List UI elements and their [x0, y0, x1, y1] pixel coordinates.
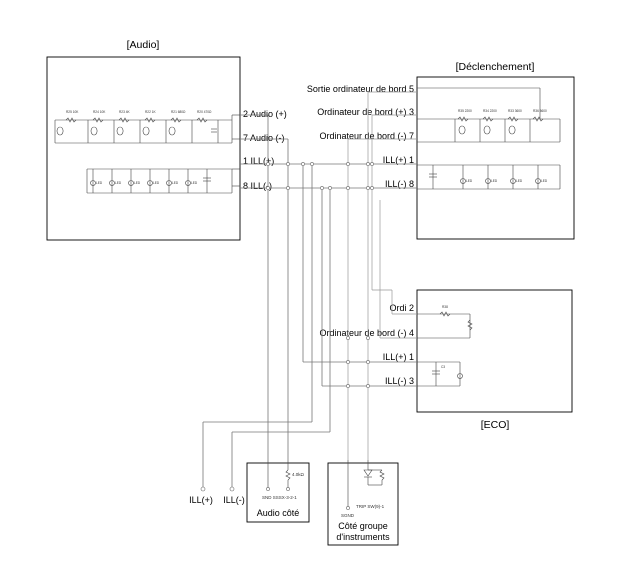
wiring-harness: [202, 91, 417, 487]
eco-internal-circuit: [417, 311, 473, 387]
audio-comp-label: R23 4K: [119, 110, 131, 114]
audio-led-label: LED: [134, 181, 141, 185]
eco-capacitor-label: C3: [441, 365, 445, 369]
audio-led-label: LED: [96, 181, 103, 185]
eco-resistor-label: R38: [442, 305, 448, 309]
bottom-ill-minus-label: ILL(-): [223, 495, 245, 505]
audio-component-labels: R25 10K R24 10K R23 4K R22 1K R21 680Ω R…: [66, 110, 212, 185]
audio-side-value: 4.0kΩ: [292, 472, 305, 477]
decl-comp-label: R35 2200: [458, 109, 472, 113]
eco-pin-ord-minus: Ordinateur de bord (-) 4: [319, 328, 414, 338]
instrument-code: TRIP SW(9)-1: [356, 504, 385, 509]
instrument-gnd: SGND: [341, 513, 355, 518]
audio-comp-label: R22 1K: [145, 110, 157, 114]
instrument-side-box: [327, 462, 399, 546]
decl-led-label: LED: [491, 179, 498, 183]
decl-pin-ord-minus: Ordinateur de bord (-) 7: [319, 131, 414, 141]
decl-led-label: LED: [466, 179, 473, 183]
audio-comp-label: R24 10K: [93, 110, 106, 114]
decl-comp-label: R36 5600: [533, 109, 547, 113]
decl-comp-label: R33 3600: [508, 109, 522, 113]
eco-unit-box: [416, 289, 573, 413]
decl-comp-label: R34 2200: [483, 109, 497, 113]
audio-comp-label: R20 470Ω: [197, 110, 212, 114]
decl-pin-ill-plus: ILL(+) 1: [383, 155, 414, 165]
audio-led-label: LED: [115, 181, 122, 185]
eco-pin-ill-plus: ILL(+) 1: [383, 352, 414, 362]
audio-pin-audio-minus: 7 Audio (-): [243, 133, 285, 143]
audio-pin-ill-minus: 8 ILL(-): [243, 181, 272, 191]
eco-pin-ill-minus: ILL(-) 3: [385, 376, 414, 386]
eco-title: [ECO]: [481, 419, 510, 431]
instrument-side-label-1: Côté groupe: [338, 521, 388, 531]
ill-plus-terminal-icon: [200, 486, 206, 492]
audio-unit-box: [46, 56, 241, 241]
decl-component-labels: R35 2200 R34 2200 R33 3600 R36 5600 LED …: [458, 109, 548, 183]
decl-led-label: LED: [541, 179, 548, 183]
audio-side-code: SND SSSX-3-2-1: [262, 495, 297, 500]
decl-pin-ill-minus: ILL(-) 8: [385, 179, 414, 189]
audio-side-label: Audio côté: [257, 508, 300, 518]
audio-led-label: LED: [172, 181, 179, 185]
bottom-ill-plus-label: ILL(+): [189, 495, 213, 505]
declenchement-unit-box: [416, 76, 575, 240]
audio-led-label: LED: [153, 181, 160, 185]
eco-pin-ordi: Ordi 2: [389, 303, 414, 313]
decl-pin-ord-plus: Ordinateur de bord (+) 3: [317, 107, 414, 117]
declenchement-title: [Déclenchement]: [456, 61, 535, 73]
decl-internal-circuit: [417, 87, 561, 190]
audio-pin-audio-plus: 2 Audio (+): [243, 109, 287, 119]
instrument-side-circuit: [346, 460, 385, 510]
audio-led-label: LED: [191, 181, 198, 185]
audio-pin-ill-plus: 1 ILL(+): [243, 156, 274, 166]
audio-internal-circuit: [54, 114, 240, 194]
audio-comp-label: R21 680Ω: [171, 110, 186, 114]
decl-pin-sortie: Sortie ordinateur de bord 5: [307, 84, 414, 94]
audio-side-circuit: [266, 460, 291, 491]
instrument-side-label-2: d'instruments: [336, 532, 390, 542]
ill-minus-terminal-icon: [229, 486, 235, 492]
audio-title: [Audio]: [127, 39, 160, 51]
audio-comp-label: R25 10K: [66, 110, 79, 114]
junction-dots: [266, 162, 374, 388]
audio-side-box: [246, 462, 310, 523]
decl-led-label: LED: [516, 179, 523, 183]
